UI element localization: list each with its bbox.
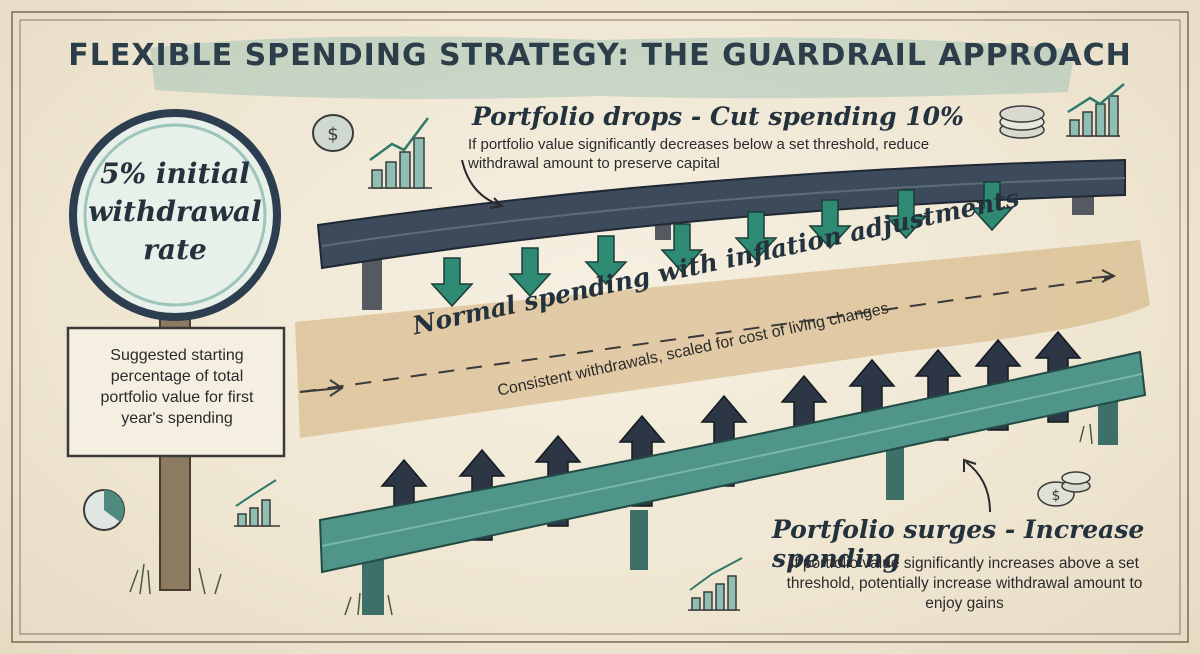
middle-path-band: [295, 240, 1150, 438]
middle-arrow-left: [299, 379, 344, 397]
lower-guardrail-description: If portfolio value significantly increas…: [786, 555, 1143, 612]
upper-guardrail-title: Portfolio drops - Cut spending 10%: [472, 102, 964, 131]
page-title: FLEXIBLE SPENDING STRATEGY: THE GUARDRAI…: [68, 38, 1132, 73]
bar-chart-icon: [368, 117, 432, 189]
bar-chart-icon: [1066, 83, 1125, 137]
drop-callout-arrowhead: [489, 197, 505, 209]
svg-text:$: $: [1052, 488, 1061, 504]
round-sign: [69, 109, 281, 321]
info-board: [66, 326, 286, 458]
middle-dashed-line: [299, 277, 1111, 393]
bar-chart-icon: [688, 557, 743, 611]
clock-icon: [83, 489, 125, 531]
surge-callout-arrow: [965, 461, 991, 513]
round-sign-ring: [83, 123, 267, 307]
title-wash: [150, 36, 1075, 99]
down-arrow: [884, 189, 928, 240]
down-arrow: [584, 235, 628, 286]
down-arrow: [660, 223, 704, 274]
sign-label: 5% initial withdrawal rate: [88, 157, 262, 266]
down-arrow: [808, 199, 852, 250]
svg-text:$: $: [327, 124, 338, 145]
coin-icon: $: [312, 114, 354, 152]
upper-guardrail-description: If portfolio value significantly decreas…: [468, 136, 930, 172]
grass-tufts: [129, 423, 1093, 616]
frame-border-inner: [19, 19, 1181, 635]
down-arrow: [508, 247, 552, 298]
down-arrows: [430, 181, 1014, 308]
middle-arrow-right: [1091, 269, 1117, 283]
coin-stack-icon: $: [1037, 471, 1091, 507]
surge-callout-arrowhead: [963, 458, 977, 472]
lower-guardrail-groove: [321, 373, 1143, 547]
coin-stack-icon: [999, 105, 1045, 139]
down-arrow: [970, 181, 1014, 232]
down-arrow: [734, 211, 778, 262]
down-arrow: [430, 257, 474, 308]
drop-callout-arrow: [461, 159, 501, 206]
bar-chart-icon: [234, 479, 280, 527]
frame-border-outer: [11, 11, 1189, 643]
lower-guardrail-title: Portfolio surges - Increase spending: [772, 515, 1145, 573]
upper-guardrail-groove: [321, 177, 1126, 247]
lower-rail-posts: [362, 395, 1118, 615]
board-description: Suggested starting percentage of total p…: [100, 347, 254, 427]
